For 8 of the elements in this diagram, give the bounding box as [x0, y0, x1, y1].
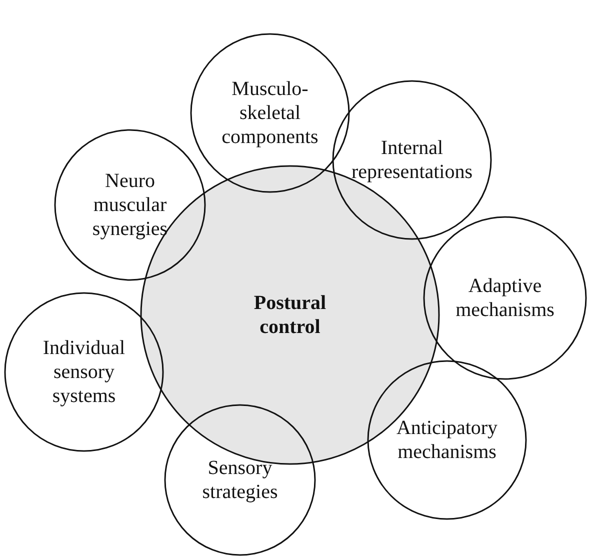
circle-label: Postural control	[252, 291, 328, 339]
circle-label: Individual sensory systems	[42, 336, 126, 408]
circle-label: Musculo-skeletal components	[220, 77, 320, 149]
circle-label: Sensory strategies	[201, 456, 279, 504]
circle-label: Anticipatory mechanisms	[395, 416, 499, 464]
circle-label: Neuro muscular synergies	[91, 169, 169, 241]
circle-label: Adaptive mechanisms	[454, 274, 556, 322]
circle-label: Internal representations	[350, 136, 474, 184]
